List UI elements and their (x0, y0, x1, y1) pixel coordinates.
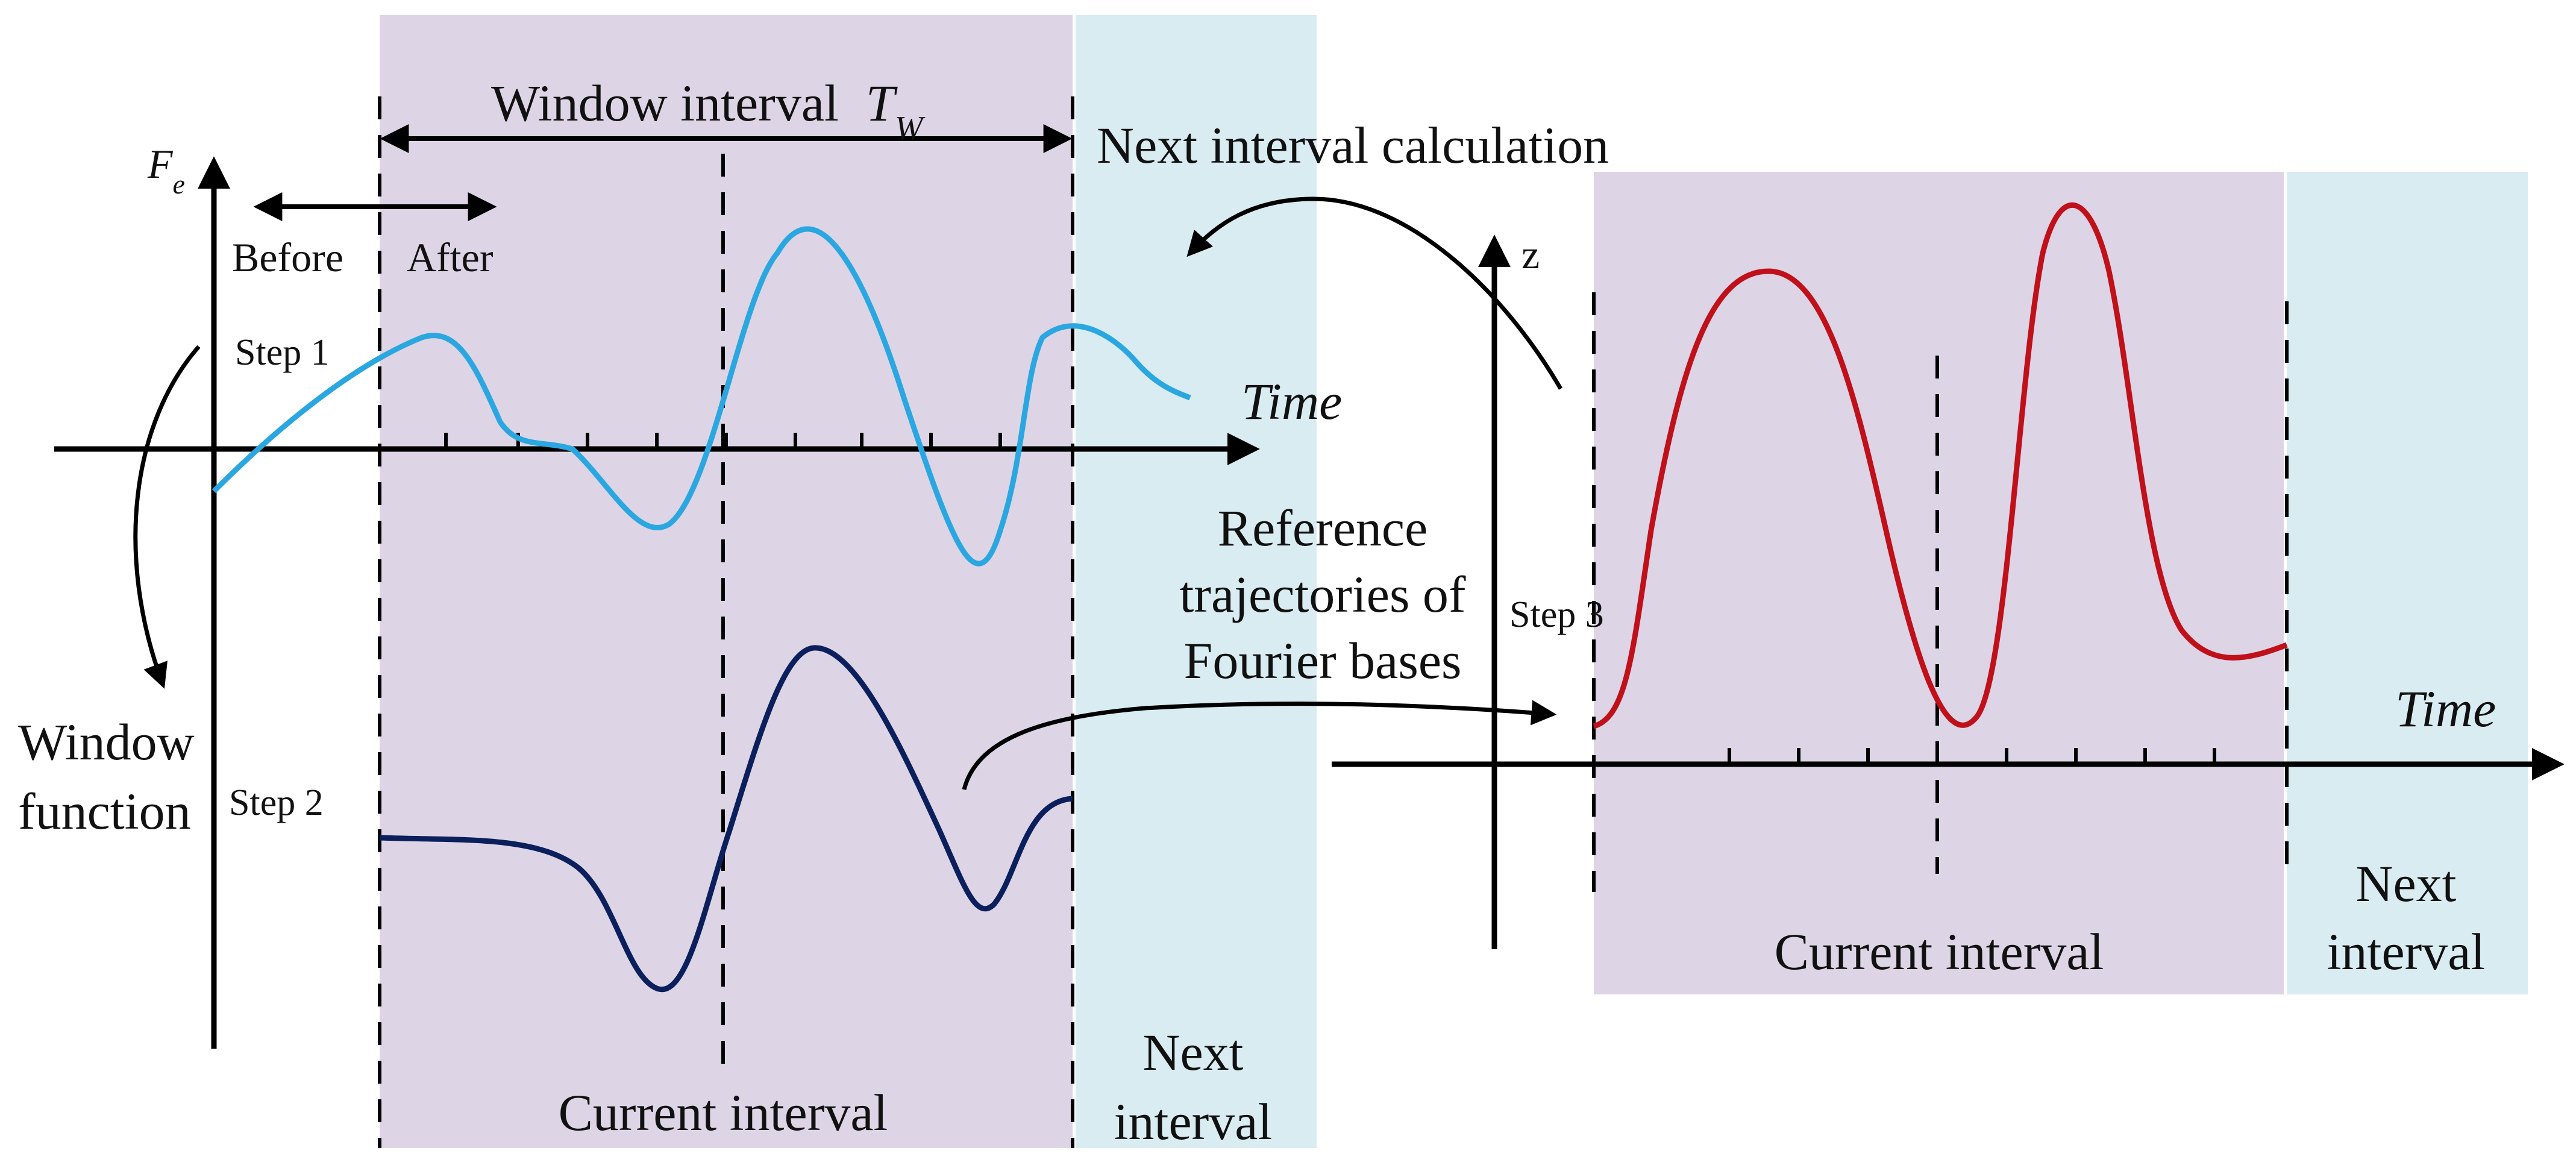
next-interval-calculation-arrow (1186, 196, 1563, 390)
reference-label-line1: Reference (1218, 499, 1428, 557)
next-interval-calculation-label: Next interval calculation (1097, 116, 1609, 174)
right-y-axis-label: z (1521, 231, 1540, 277)
right-x-axis-label: Time (2395, 680, 2496, 738)
step1-curve (212, 226, 1191, 567)
window-function-arrow (133, 345, 201, 689)
reference-label-line2: trajectories of (1179, 565, 1466, 623)
before-label: Before (232, 234, 343, 280)
step3-label: Step 3 (1509, 594, 1604, 635)
right-next-interval-line1: Next (2355, 855, 2456, 912)
right-next-interval-line2: interval (2327, 923, 2486, 981)
step3-curve (1593, 202, 2288, 729)
step2-label: Step 2 (229, 782, 324, 823)
left-current-interval-label: Current interval (559, 1084, 888, 1141)
left-next-interval-line1: Next (1142, 1023, 1243, 1081)
reference-label-line3: Fourier bases (1184, 632, 1462, 689)
left-current-interval-region (380, 15, 1073, 1148)
left-y-axis-label: Fe (147, 141, 185, 199)
left-next-interval-line2: interval (1114, 1093, 1273, 1151)
window-function-label-line2: function (18, 782, 191, 840)
after-label: After (407, 234, 494, 280)
step1-label: Step 1 (235, 332, 330, 373)
right-current-interval-label: Current interval (1775, 923, 2104, 981)
right-next-interval-region (2287, 172, 2528, 994)
window-function-label-line1: Window (18, 713, 195, 771)
left-x-axis-label: Time (1241, 372, 1342, 430)
reference-trajectories-arrow (962, 700, 1557, 790)
step2-curve (379, 645, 1073, 993)
